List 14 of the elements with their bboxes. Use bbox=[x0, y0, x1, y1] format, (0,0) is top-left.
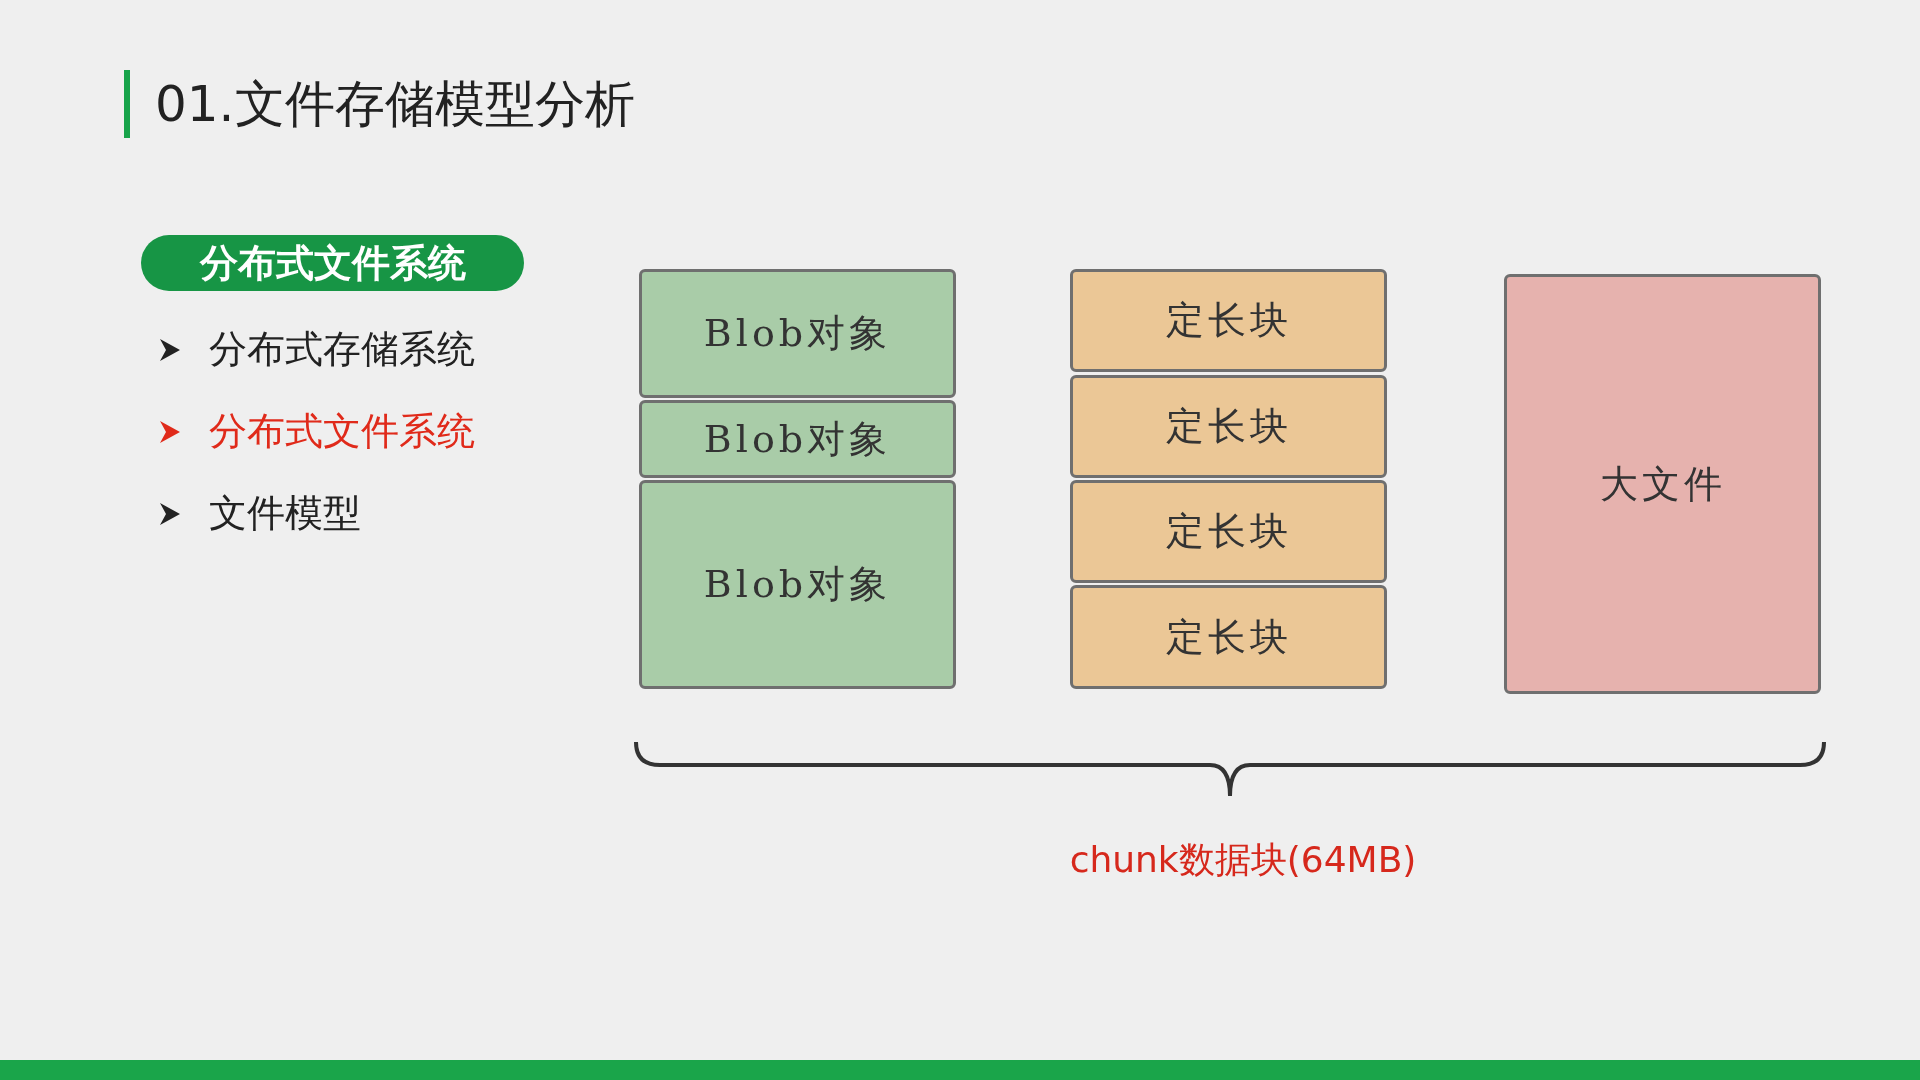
fixed-block-box: 定长块 bbox=[1070, 269, 1387, 372]
category-badge: 分布式文件系统 bbox=[141, 235, 524, 291]
bullet-text: 分布式存储系统 bbox=[209, 326, 475, 373]
fixed-block-box: 定长块 bbox=[1070, 585, 1387, 689]
bullet-text: 分布式文件系统 bbox=[209, 408, 475, 455]
blob-object-box: Blob对象 bbox=[639, 269, 956, 398]
large-file-box: 大文件 bbox=[1504, 274, 1821, 694]
blob-object-box: Blob对象 bbox=[639, 400, 956, 478]
fixed-block-box: 定长块 bbox=[1070, 480, 1387, 583]
fixed-block-box: 定长块 bbox=[1070, 375, 1387, 478]
bullet-text: 文件模型 bbox=[209, 490, 361, 537]
brace-label: chunk数据块(64MB) bbox=[1068, 838, 1418, 882]
slide-title: 01.文件存储模型分析 bbox=[155, 74, 635, 135]
blob-object-box: Blob对象 bbox=[639, 480, 956, 689]
